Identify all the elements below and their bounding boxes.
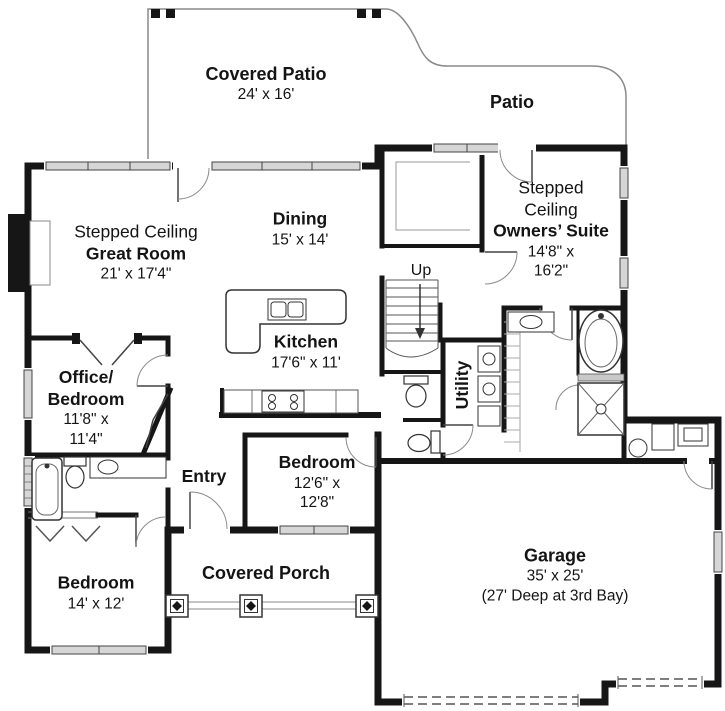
owners-bath-vanity: [507, 311, 555, 333]
room-label-dining: Dining 15' x 14': [272, 209, 329, 250]
powder-toilet: [403, 375, 429, 408]
garage-doors: [402, 676, 704, 709]
patio-outline: [147, 8, 627, 164]
mudroom-sink: [628, 438, 648, 458]
pantry-cabinets: [395, 161, 470, 231]
room-name: Bedroom: [57, 572, 135, 593]
hall-bath-vanity: [89, 456, 167, 479]
room-label-kitchen: Kitchen 17'6" x 11': [271, 332, 341, 373]
room-ceiling-note: Stepped: [518, 177, 584, 198]
room-name: Bedroom: [47, 388, 125, 409]
room-dims: 11'4": [69, 430, 103, 448]
room-name: Patio: [489, 91, 535, 112]
half-bath-toilet: [407, 430, 441, 454]
stairs: [385, 279, 439, 358]
room-name: Covered Patio: [205, 64, 327, 85]
porch-columns: [165, 594, 379, 618]
room-label-bedroom-middle: Bedroom 12'6" x 12'8": [279, 452, 356, 512]
room-name: Covered Porch: [201, 562, 331, 583]
room-dims: 15' x 14': [271, 231, 329, 249]
owners-bath-tub: [578, 309, 624, 373]
mudroom-cubbies: [628, 423, 709, 458]
windows: [21, 141, 725, 657]
owners-bath-shower: [577, 373, 625, 436]
room-label-entry: Entry: [182, 466, 227, 488]
hall-bath-toilet: [63, 456, 87, 489]
room-name: Kitchen: [273, 331, 339, 352]
kitchen-island: [225, 289, 347, 354]
room-name: Great Room: [85, 243, 187, 264]
room-label-utility: Utility: [452, 361, 474, 410]
room-dims: 14'8" x: [527, 243, 575, 261]
porch-rail: [180, 601, 364, 610]
room-ceiling-note: Ceiling: [524, 198, 578, 219]
room-name: Dining: [272, 208, 328, 229]
room-label-garage: Garage 35' x 25' (27' Deep at 3rd Bay): [482, 545, 629, 606]
stove: [261, 390, 305, 413]
room-dims: 17'6" x 11': [271, 354, 341, 372]
stairs-direction: Up: [410, 262, 432, 280]
room-dims: 12'8": [299, 493, 335, 511]
stairs-up-arrow: [415, 284, 425, 339]
patio-posts: [151, 9, 381, 18]
room-label-patio: Patio: [490, 91, 534, 113]
room-dims: 12'6" x: [293, 474, 341, 492]
room-dims: 21' x 17'4": [100, 266, 172, 284]
room-name: Owners’ Suite: [493, 220, 609, 241]
fireplace: [8, 214, 51, 292]
interior-walls: [25, 145, 721, 533]
hall-bath-tub: [31, 457, 63, 521]
utility-appliances: [477, 345, 501, 427]
room-dims: 35' x 25': [526, 567, 584, 585]
room-note: (27' Deep at 3rd Bay): [481, 587, 629, 605]
room-label-owners-suite: Stepped Ceiling Owners’ Suite 14'8" x 16…: [493, 177, 609, 281]
porch-column: [355, 594, 379, 618]
room-dims: 14' x 12': [67, 595, 125, 613]
porch-column: [165, 594, 189, 618]
room-label-office-bedroom: Office/ Bedroom 11'8" x 11'4": [48, 367, 125, 449]
room-name: Garage: [523, 545, 587, 566]
room-dims: 24' x 16': [237, 86, 295, 104]
doors: [28, 141, 713, 548]
room-label-bedroom-corner: Bedroom 14' x 12': [58, 573, 135, 614]
room-name: Bedroom: [278, 451, 356, 472]
room-name: Office/: [58, 367, 114, 388]
room-label-great-room: Stepped Ceiling Great Room 21' x 17'4": [74, 222, 198, 285]
closet-hangers: [35, 525, 101, 543]
room-dims: 16'2": [533, 262, 569, 280]
room-label-covered-patio: Covered Patio 24' x 16': [205, 63, 326, 105]
room-dims: 11'8" x: [63, 411, 109, 429]
room-name: Entry: [181, 466, 227, 487]
porch-column: [239, 594, 263, 618]
room-name: Utility: [452, 360, 473, 410]
room-label-covered-porch: Covered Porch: [202, 562, 330, 584]
stairs-up-label: Up: [411, 261, 431, 281]
room-ceiling-note: Stepped Ceiling: [74, 221, 198, 242]
